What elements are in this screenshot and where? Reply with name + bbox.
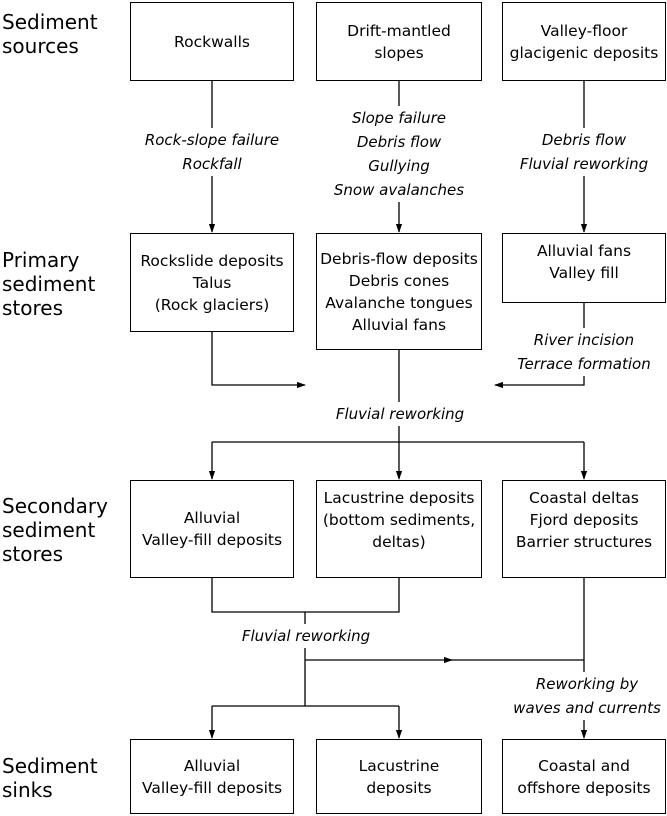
secondary-merge [211,578,400,613]
box-lacustrine-deposits-secondary: Lacustrine deposits(bottom sediments,del… [316,480,482,578]
process-fluvial-reworking-secondary: Fluvial reworking [238,624,374,648]
box-rockwalls: Rockwalls [130,2,294,81]
process-fluvial-reworking-primary: Fluvial reworking [330,402,470,426]
merge-left [211,332,306,389]
